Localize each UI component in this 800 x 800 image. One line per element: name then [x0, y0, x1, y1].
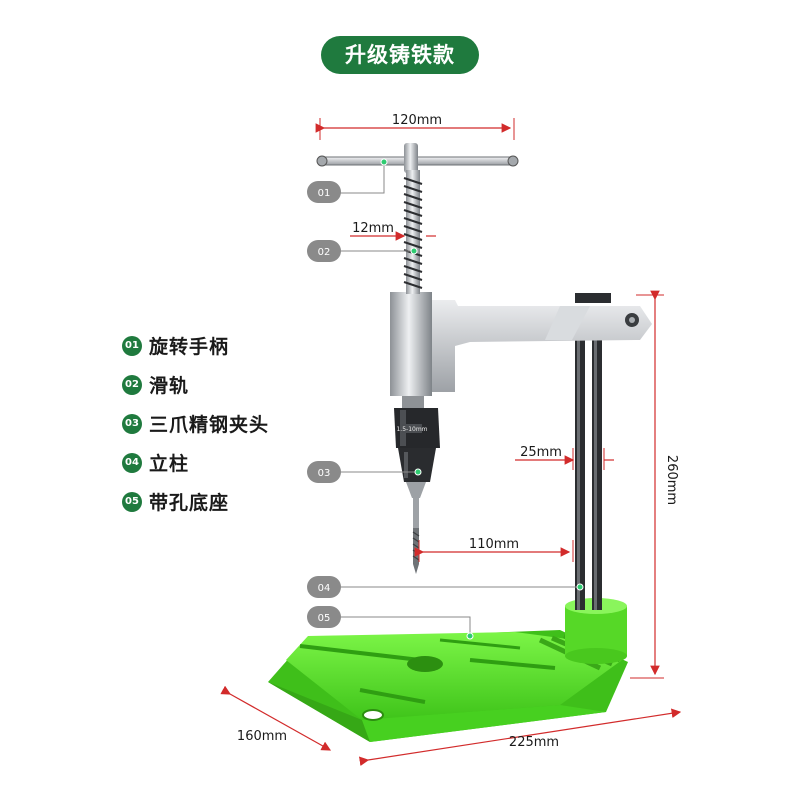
dim-reach: 110mm: [414, 537, 574, 562]
column-pillar: [575, 338, 602, 610]
column-boss: [565, 598, 627, 664]
dim-base-width: 225mm: [358, 708, 682, 767]
callout-number: 01: [318, 188, 331, 199]
dim-label-height: 260mm: [664, 455, 679, 505]
legend-label: 立柱: [149, 453, 190, 475]
callout-01: 01: [307, 158, 388, 203]
dim-label-handle-width: 120mm: [392, 113, 442, 128]
chuck-marking: 1.5-10mm: [396, 426, 427, 433]
callout-05: 05: [307, 606, 474, 640]
callout-03: 03: [307, 461, 422, 483]
legend-number: 01: [122, 335, 142, 356]
dim-label-reach: 110mm: [469, 537, 519, 552]
slide-rail-screw: [403, 170, 423, 294]
legend-label: 旋转手柄: [149, 336, 230, 358]
dim-label-screw-diameter: 12mm: [352, 221, 394, 236]
legend-item: 02 滑轨: [122, 365, 269, 404]
callout-number: 05: [318, 613, 331, 624]
legend-number: 02: [122, 374, 142, 395]
callout-number: 03: [318, 468, 331, 479]
legend-item: 01 旋转手柄: [122, 326, 269, 365]
legend-label: 带孔底座: [149, 492, 230, 514]
callout-02: 02: [307, 240, 418, 262]
dim-height: 260mm: [630, 290, 679, 679]
dim-label-column-diameter: 25mm: [520, 445, 562, 460]
drill-head: [390, 292, 652, 396]
callout-04: 04: [307, 576, 584, 598]
parts-legend: 01 旋转手柄 02 滑轨 03 三爪精钢夹头 04 立柱 05 带孔底座: [122, 326, 269, 521]
legend-label: 三爪精钢夹头: [149, 414, 270, 436]
page-title: 升级铸铁款: [321, 36, 479, 74]
legend-item: 04 立柱: [122, 443, 269, 482]
drill-bit: [412, 498, 420, 574]
legend-label: 滑轨: [149, 375, 190, 397]
legend-item: 05 带孔底座: [122, 482, 269, 521]
dim-label-base-width: 225mm: [509, 735, 559, 750]
callout-number: 04: [318, 583, 331, 594]
rotating-handle: [316, 143, 519, 173]
callout-number: 02: [318, 247, 331, 258]
dim-handle-width: 120mm: [315, 113, 515, 140]
legend-number: 03: [122, 413, 142, 434]
three-jaw-chuck: 1.5-10mm: [394, 396, 440, 498]
dim-column-diameter: 25mm: [515, 445, 614, 470]
dim-screw-diameter: 12mm: [350, 221, 436, 241]
legend-number: 05: [122, 491, 142, 512]
legend-number: 04: [122, 452, 142, 473]
dim-base-depth: 160mm: [220, 685, 332, 751]
dim-label-base-depth: 160mm: [237, 729, 287, 744]
legend-item: 03 三爪精钢夹头: [122, 404, 269, 443]
